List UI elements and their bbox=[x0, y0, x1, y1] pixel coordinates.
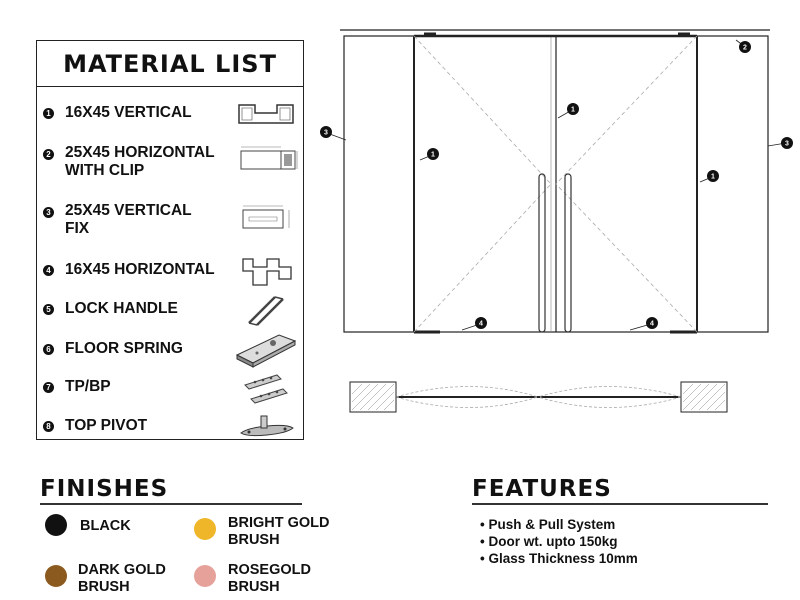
material-item-label: 25X45 VERTICAL FIX bbox=[65, 202, 192, 237]
item-number-badge: 1 bbox=[43, 108, 54, 119]
feature-item: • Door wt. upto 150kg bbox=[480, 534, 618, 549]
horizontal-clip-profile-icon bbox=[240, 146, 298, 170]
top-pivot-icon bbox=[240, 415, 294, 437]
item-number-badge: 2 bbox=[43, 149, 54, 160]
callout-label: 1 bbox=[571, 107, 575, 114]
feature-item: • Glass Thickness 10mm bbox=[480, 551, 638, 566]
material-item-7: 7 TP/BP bbox=[37, 374, 303, 404]
callout-label: 4 bbox=[479, 321, 483, 328]
callout-label: 1 bbox=[711, 174, 715, 181]
callout-label: 2 bbox=[743, 45, 747, 52]
pull-handles bbox=[538, 173, 572, 333]
item-number-badge: 6 bbox=[43, 344, 54, 355]
swing-lines bbox=[413, 35, 698, 333]
bright-gold-swatch bbox=[194, 518, 216, 540]
callout-4a: 4 bbox=[475, 317, 487, 329]
black-swatch bbox=[45, 514, 67, 536]
item-number-badge: 7 bbox=[43, 382, 54, 393]
item-number-badge: 5 bbox=[43, 304, 54, 315]
material-item-6: 6 FLOOR SPRING bbox=[37, 334, 303, 368]
rosegold-swatch bbox=[194, 565, 216, 587]
finish-label: BLACK bbox=[80, 518, 131, 534]
material-list-title: MATERIAL LIST bbox=[37, 41, 303, 87]
material-item-label: FLOOR SPRING bbox=[65, 340, 183, 357]
finish-label: ROSEGOLD BRUSH bbox=[228, 562, 311, 595]
material-item-label: 16X45 VERTICAL bbox=[65, 104, 192, 121]
material-item-label: LOCK HANDLE bbox=[65, 300, 178, 317]
callout-3a: 3 bbox=[320, 126, 332, 138]
lock-handle-icon bbox=[248, 296, 284, 326]
features-title: FEATURES bbox=[472, 476, 612, 502]
finish-label: DARK GOLD BRUSH bbox=[78, 562, 166, 595]
callout-1a: 1 bbox=[427, 148, 439, 160]
finishes-title: FINISHES bbox=[40, 476, 169, 502]
door-frame bbox=[340, 29, 770, 334]
callout-label: 3 bbox=[324, 130, 328, 137]
material-item-1: 1 16X45 VERTICAL bbox=[37, 99, 303, 127]
dark-gold-swatch bbox=[45, 565, 67, 587]
feature-item: • Push & Pull System bbox=[480, 517, 616, 532]
material-item-3: 3 25X45 VERTICAL FIX bbox=[37, 199, 303, 239]
finishes-divider bbox=[40, 503, 302, 505]
callout-4b: 4 bbox=[646, 317, 658, 329]
horizontal-profile-icon bbox=[242, 258, 292, 286]
floor-spring-icon bbox=[235, 334, 297, 368]
callout-1c: 1 bbox=[707, 170, 719, 182]
plan-view bbox=[349, 381, 728, 413]
feature-text: Glass Thickness 10mm bbox=[488, 551, 638, 566]
item-number-badge: 4 bbox=[43, 265, 54, 276]
material-item-label: TP/BP bbox=[65, 378, 111, 395]
material-item-8: 8 TOP PIVOT bbox=[37, 413, 303, 441]
callout-2: 2 bbox=[739, 41, 751, 53]
finish-label: BRIGHT GOLD BRUSH bbox=[228, 515, 330, 548]
material-item-label: TOP PIVOT bbox=[65, 417, 148, 434]
vertical-profile-icon bbox=[238, 104, 294, 124]
material-item-label: 16X45 HORIZONTAL bbox=[65, 261, 215, 278]
material-item-2: 2 25X45 HORIZONTAL WITH CLIP bbox=[37, 141, 303, 181]
callout-label: 1 bbox=[431, 152, 435, 159]
feature-text: Door wt. upto 150kg bbox=[488, 534, 618, 549]
item-number-badge: 8 bbox=[43, 421, 54, 432]
item-number-badge: 3 bbox=[43, 207, 54, 218]
callout-1b: 1 bbox=[567, 103, 579, 115]
tp-bp-icon bbox=[244, 374, 288, 404]
callout-label: 4 bbox=[650, 321, 654, 328]
material-item-4: 4 16X45 HORIZONTAL bbox=[37, 257, 303, 286]
callout-label: 3 bbox=[785, 141, 789, 148]
features-divider bbox=[472, 503, 768, 505]
material-item-5: 5 LOCK HANDLE bbox=[37, 296, 303, 326]
material-item-label: 25X45 HORIZONTAL WITH CLIP bbox=[65, 144, 215, 179]
vertical-fix-profile-icon bbox=[242, 205, 290, 229]
feature-text: Push & Pull System bbox=[488, 517, 616, 532]
callout-3b: 3 bbox=[781, 137, 793, 149]
material-list-panel: MATERIAL LIST 1 16X45 VERTICAL 2 25X45 H… bbox=[36, 40, 304, 440]
